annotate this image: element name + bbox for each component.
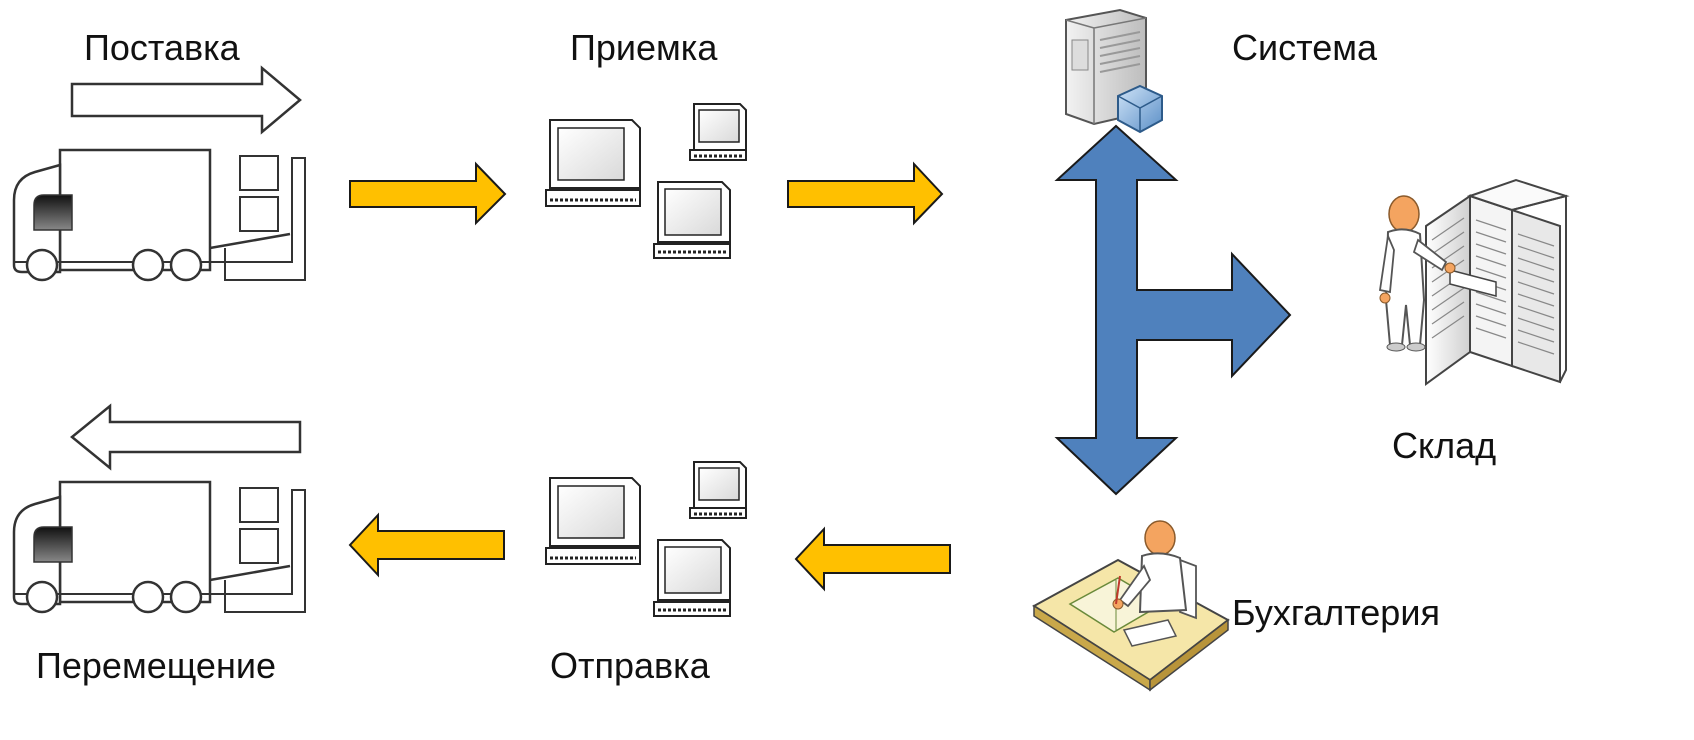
flow-arrow-receiving-to-system <box>787 161 944 226</box>
hub-arrow-system-warehouse-accounting <box>1054 124 1292 496</box>
transfer-truck-icon <box>12 403 307 614</box>
shipping-computers-icon <box>544 460 748 618</box>
label-receiving: Приемка <box>570 27 718 68</box>
label-supply: Поставка <box>84 27 240 68</box>
truck-direction-left-arrow <box>70 403 302 471</box>
label-accounting: Бухгалтерия <box>1232 592 1440 633</box>
accountant-icon <box>1032 520 1230 692</box>
flow-arrow-supply-to-receiving <box>349 161 507 226</box>
label-transfer: Перемещение <box>36 645 276 686</box>
delivery-truck-icon <box>12 65 307 282</box>
warehouse-worker-icon <box>1378 178 1570 386</box>
server-icon <box>1065 8 1163 134</box>
label-system: Система <box>1232 27 1377 68</box>
label-shipping: Отправка <box>550 645 710 686</box>
receiving-computers-icon <box>544 102 748 260</box>
truck-direction-right-arrow <box>70 65 302 135</box>
flow-arrow-accounting-to-shipping <box>794 526 951 592</box>
label-warehouse: Склад <box>1392 425 1497 466</box>
flow-arrow-shipping-to-transfer <box>348 512 505 578</box>
